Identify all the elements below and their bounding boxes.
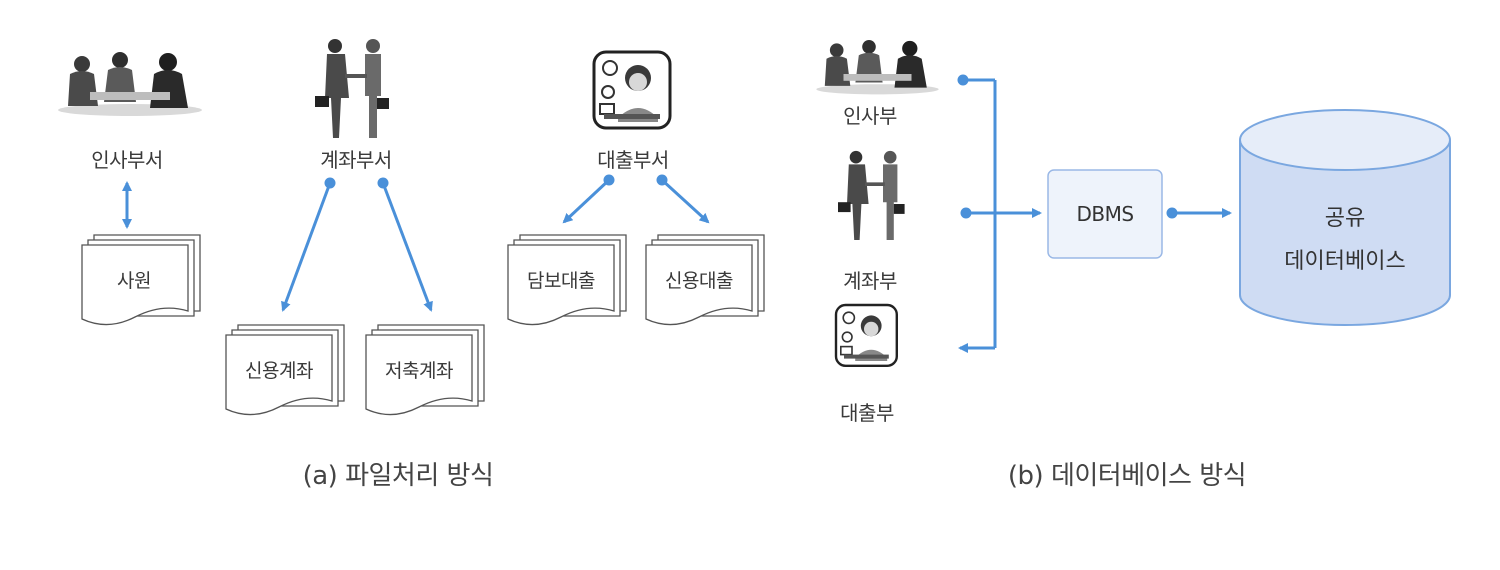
loan-to-secured-arrow (562, 178, 611, 224)
dbms-box (1047, 169, 1163, 259)
shared-db-label-line1: 공유 (1324, 206, 1366, 231)
savings-account-file-label: 저축계좌 (385, 360, 453, 382)
credit-loan-file-label: 신용대출 (665, 270, 733, 292)
secured-loan-file-label: 담보대출 (527, 270, 595, 292)
account-department-illustration (313, 37, 391, 140)
shared-db-label-line2: 데이터베이스 (1284, 249, 1406, 274)
hr-department-label: 인사부서 (91, 148, 163, 172)
loan-department-illustration (592, 50, 672, 130)
department-bus-lines (957, 74, 1042, 353)
account-to-savings-arrow (381, 182, 433, 312)
hr-dept-label: 인사부 (843, 104, 897, 128)
shared-database-cylinder (1239, 109, 1451, 326)
loan-dept-label: 대출부 (840, 401, 894, 425)
database-caption: (b) 데이터베이스 방식 (1007, 461, 1247, 491)
credit-account-file-label: 신용계좌 (245, 360, 313, 382)
hr-department-illustration (58, 52, 202, 116)
account-dept-label: 계좌부 (843, 269, 897, 293)
file-processing-caption: (a) 파일처리 방식 (302, 461, 494, 491)
dbms-label: DBMS (1076, 202, 1134, 226)
account-department-label: 계좌부서 (320, 148, 392, 172)
hr-dept-illustration (816, 40, 939, 95)
account-to-credit-arrow (281, 182, 332, 312)
loan-department-label: 대출부서 (597, 148, 669, 172)
employee-file-label: 사원 (117, 270, 151, 292)
loan-to-credit-arrow (660, 178, 710, 224)
account-dept-illustration (836, 149, 907, 242)
loan-dept-illustration (834, 303, 899, 368)
